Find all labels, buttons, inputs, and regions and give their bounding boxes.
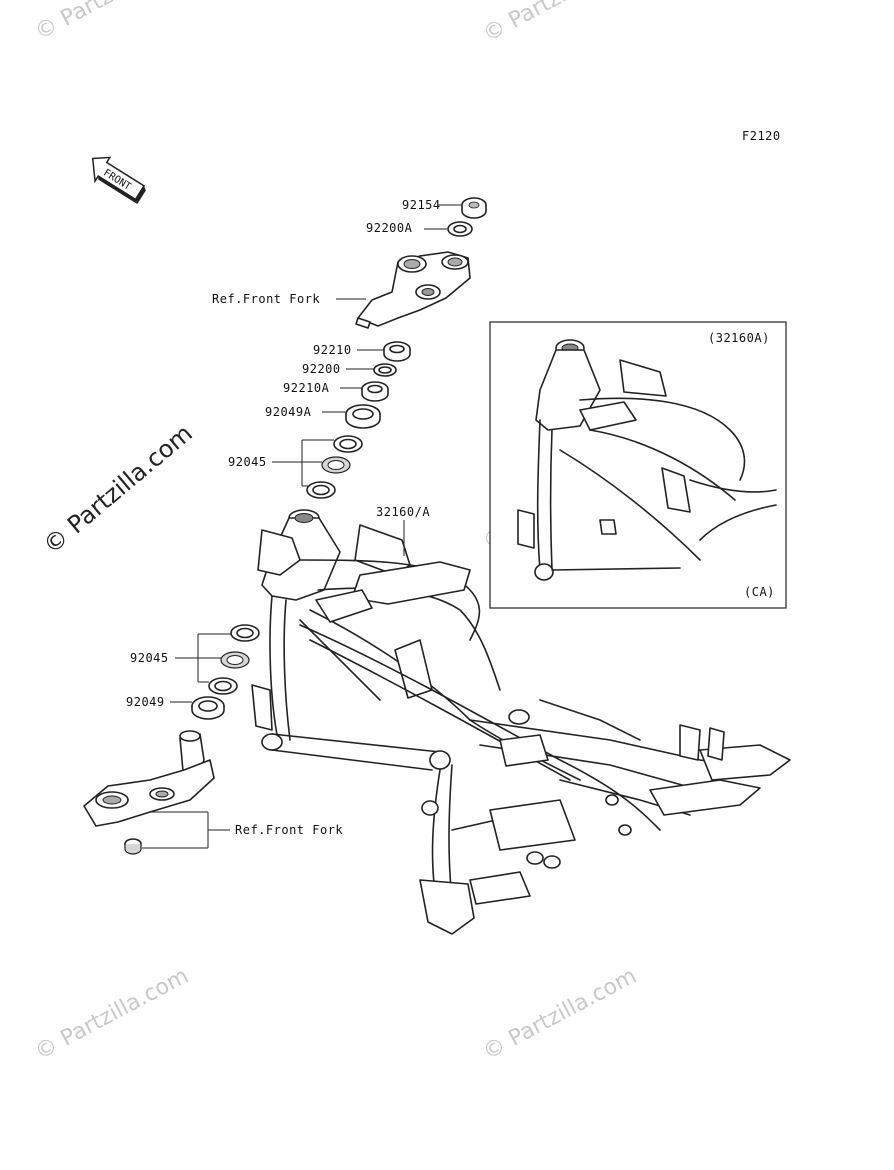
leader-92045-lower — [175, 633, 231, 683]
nut-92210A-part — [361, 381, 389, 402]
watermark: © Partzilla.com — [31, 0, 193, 45]
upper-triple-clamp-part — [355, 251, 471, 329]
diagram-code: F2120 — [742, 129, 781, 143]
seal-92049A-part — [345, 404, 381, 429]
callout-92045-upper: 92045 — [228, 455, 267, 469]
bearing-icon — [208, 624, 260, 695]
stem-nut-part — [124, 838, 142, 855]
watermark: © Partzilla.com — [31, 964, 193, 1066]
callout-92045-lower: 92045 — [130, 651, 169, 665]
callout-92200A: 92200A — [366, 221, 413, 235]
watermark: © Partzilla.com — [479, 964, 641, 1066]
callout-92210A: 92210A — [283, 381, 330, 395]
callout-92049A: 92049A — [265, 405, 312, 419]
nut-92210-part — [383, 341, 411, 362]
leader-ref-front-fork-bottom — [142, 811, 230, 849]
washer-92200A-part — [447, 221, 473, 237]
callout-32160: 32160/A — [376, 505, 430, 519]
callout-ref-front-fork-top: Ref.Front Fork — [212, 292, 320, 306]
inset-region: (CA) — [744, 585, 775, 599]
callout-ref-front-fork-bottom: Ref.Front Fork — [235, 823, 343, 837]
cap-92154-part — [461, 197, 487, 219]
inset-part-ref: (32160A) — [708, 331, 770, 345]
frame-icon — [517, 339, 777, 581]
bearing-icon — [306, 435, 363, 499]
watermark-main: © Partzilla.com — [38, 419, 198, 559]
leader-92045-upper — [272, 439, 334, 487]
steering-stem-icon — [83, 730, 215, 827]
callout-92049: 92049 — [126, 695, 165, 709]
watermark: © Partzilla.com — [479, 0, 641, 47]
washer-92200-part — [373, 363, 397, 377]
callout-92200: 92200 — [302, 362, 341, 376]
callout-92154: 92154 — [402, 198, 441, 212]
callout-92210: 92210 — [313, 343, 352, 357]
frame-icon — [251, 509, 791, 935]
inset-panel: (32160A) (CA) — [489, 321, 787, 609]
front-arrow-icon: FRONT — [91, 156, 146, 205]
seal-92049-part — [191, 696, 225, 720]
